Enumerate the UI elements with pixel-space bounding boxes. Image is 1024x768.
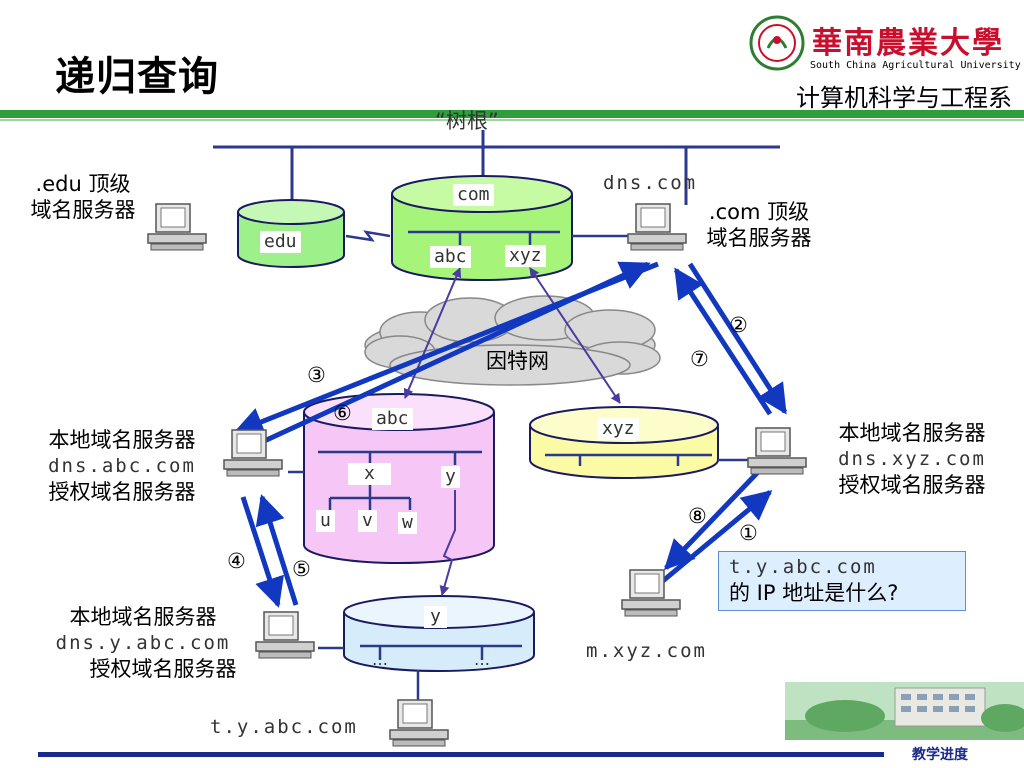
abc-server-label: 本地域名服务器 dns.abc.com 授权域名服务器 (22, 427, 222, 505)
edu-com-link (345, 230, 391, 242)
y-abc-server-label: 本地域名服务器 dns.y.abc.com 授权域名服务器 (30, 604, 256, 682)
xyz-subtree (545, 453, 712, 466)
teaching-progress-link[interactable]: 教学进度 (912, 747, 968, 763)
zone-abc-x: x (348, 463, 391, 485)
step-2-arrow (687, 262, 788, 415)
zone-y-dots-right: … (474, 650, 490, 669)
step-3-number: ③ (307, 363, 326, 387)
university-logo-emblem (749, 15, 805, 71)
department-name: 计算机科学与工程系 (796, 84, 1012, 112)
step-5-arrow (255, 494, 299, 606)
step-7-number: ⑦ (690, 347, 709, 371)
step-5-number: ⑤ (292, 557, 311, 581)
edu-server-line2: 域名服务器 (30, 198, 136, 222)
zone-edu: edu (260, 231, 301, 253)
step-1-number: ① (739, 521, 758, 545)
university-name-en: South China Agricultural University (810, 60, 1021, 71)
step-6-number: ⑥ (333, 401, 352, 425)
page-title: 递归查询 (55, 54, 219, 100)
y-abc-server-line1: 本地域名服务器 (69, 605, 217, 629)
abc-server-line1: 本地域名服务器 (48, 428, 196, 452)
root-tree (213, 130, 780, 205)
step-8-arrow (663, 468, 762, 571)
abc-y-delegation (439, 490, 456, 596)
step-1-arrow (650, 490, 773, 592)
header-divider (0, 110, 1024, 118)
internet-label: 因特网 (486, 349, 549, 373)
zone-y: y (424, 606, 447, 628)
y-abc-server-line2: 授权域名服务器 (89, 657, 237, 681)
step-6-arrow (258, 261, 651, 446)
xyz-server-host: dns.xyz.com (838, 448, 986, 470)
zone-abc-y: y (441, 466, 460, 488)
header-divider-light (0, 119, 1024, 121)
com-abc-delegation (403, 267, 462, 399)
com-server-label: .com 顶级 域名服务器 (694, 199, 824, 251)
abc-subtree (318, 450, 482, 510)
abc-server-host: dns.abc.com (48, 455, 196, 477)
zone-com-xyz: xyz (505, 245, 546, 267)
xyz-server-line2: 授权域名服务器 (838, 473, 986, 497)
zone-abc-w: w (398, 512, 417, 534)
zone-com: com (453, 184, 494, 206)
university-name-cn: 華南農業大學 (812, 26, 1004, 61)
com-subtree (408, 230, 560, 245)
xyz-server-label: 本地域名服务器 dns.xyz.com 授权域名服务器 (812, 420, 1012, 498)
com-server-computer (627, 203, 687, 251)
target-host: t.y.abc.com (210, 716, 358, 738)
abc-server-line2: 授权域名服务器 (48, 480, 196, 504)
query-domain: t.y.abc.com (729, 556, 877, 578)
step-7-arrow (673, 267, 773, 416)
campus-photo (785, 682, 1024, 740)
client-host: m.xyz.com (586, 640, 707, 662)
zone-abc-u: u (316, 510, 335, 532)
edu-server-line1: .edu 顶级 (35, 172, 131, 196)
xyz-server-computer (747, 427, 807, 475)
com-xyz-delegation (529, 267, 621, 404)
xyz-cylinder (529, 406, 719, 479)
edu-server-computer (147, 203, 207, 251)
edu-server-label: .edu 顶级 域名服务器 (18, 171, 148, 223)
zone-xyz: xyz (598, 418, 639, 440)
step-4-number: ④ (227, 549, 246, 573)
target-host-computer (389, 699, 449, 747)
y-abc-server-host: dns.y.abc.com (55, 632, 231, 654)
query-flow-arrows (233, 261, 788, 608)
y-abc-server-computer (255, 611, 315, 659)
xyz-server-line1: 本地域名服务器 (838, 421, 986, 445)
zone-abc: abc (372, 408, 413, 430)
tree-root-label: “树根” (435, 109, 499, 133)
step-4-arrow (240, 496, 284, 608)
footer-divider (38, 752, 884, 757)
zone-y-dots-left: … (372, 650, 388, 669)
step-8-number: ⑧ (688, 504, 707, 528)
y-subtree (360, 644, 522, 660)
zone-com-abc: abc (430, 246, 471, 268)
step-2-number: ② (729, 313, 748, 337)
com-server-line1: .com 顶级 (708, 200, 810, 224)
query-question: 的 IP 地址是什么? (729, 581, 899, 605)
zone-abc-v: v (358, 510, 377, 532)
com-server-host: dns.com (603, 172, 698, 194)
query-callout: t.y.abc.com 的 IP 地址是什么? (718, 551, 966, 611)
com-server-line2: 域名服务器 (706, 226, 812, 250)
